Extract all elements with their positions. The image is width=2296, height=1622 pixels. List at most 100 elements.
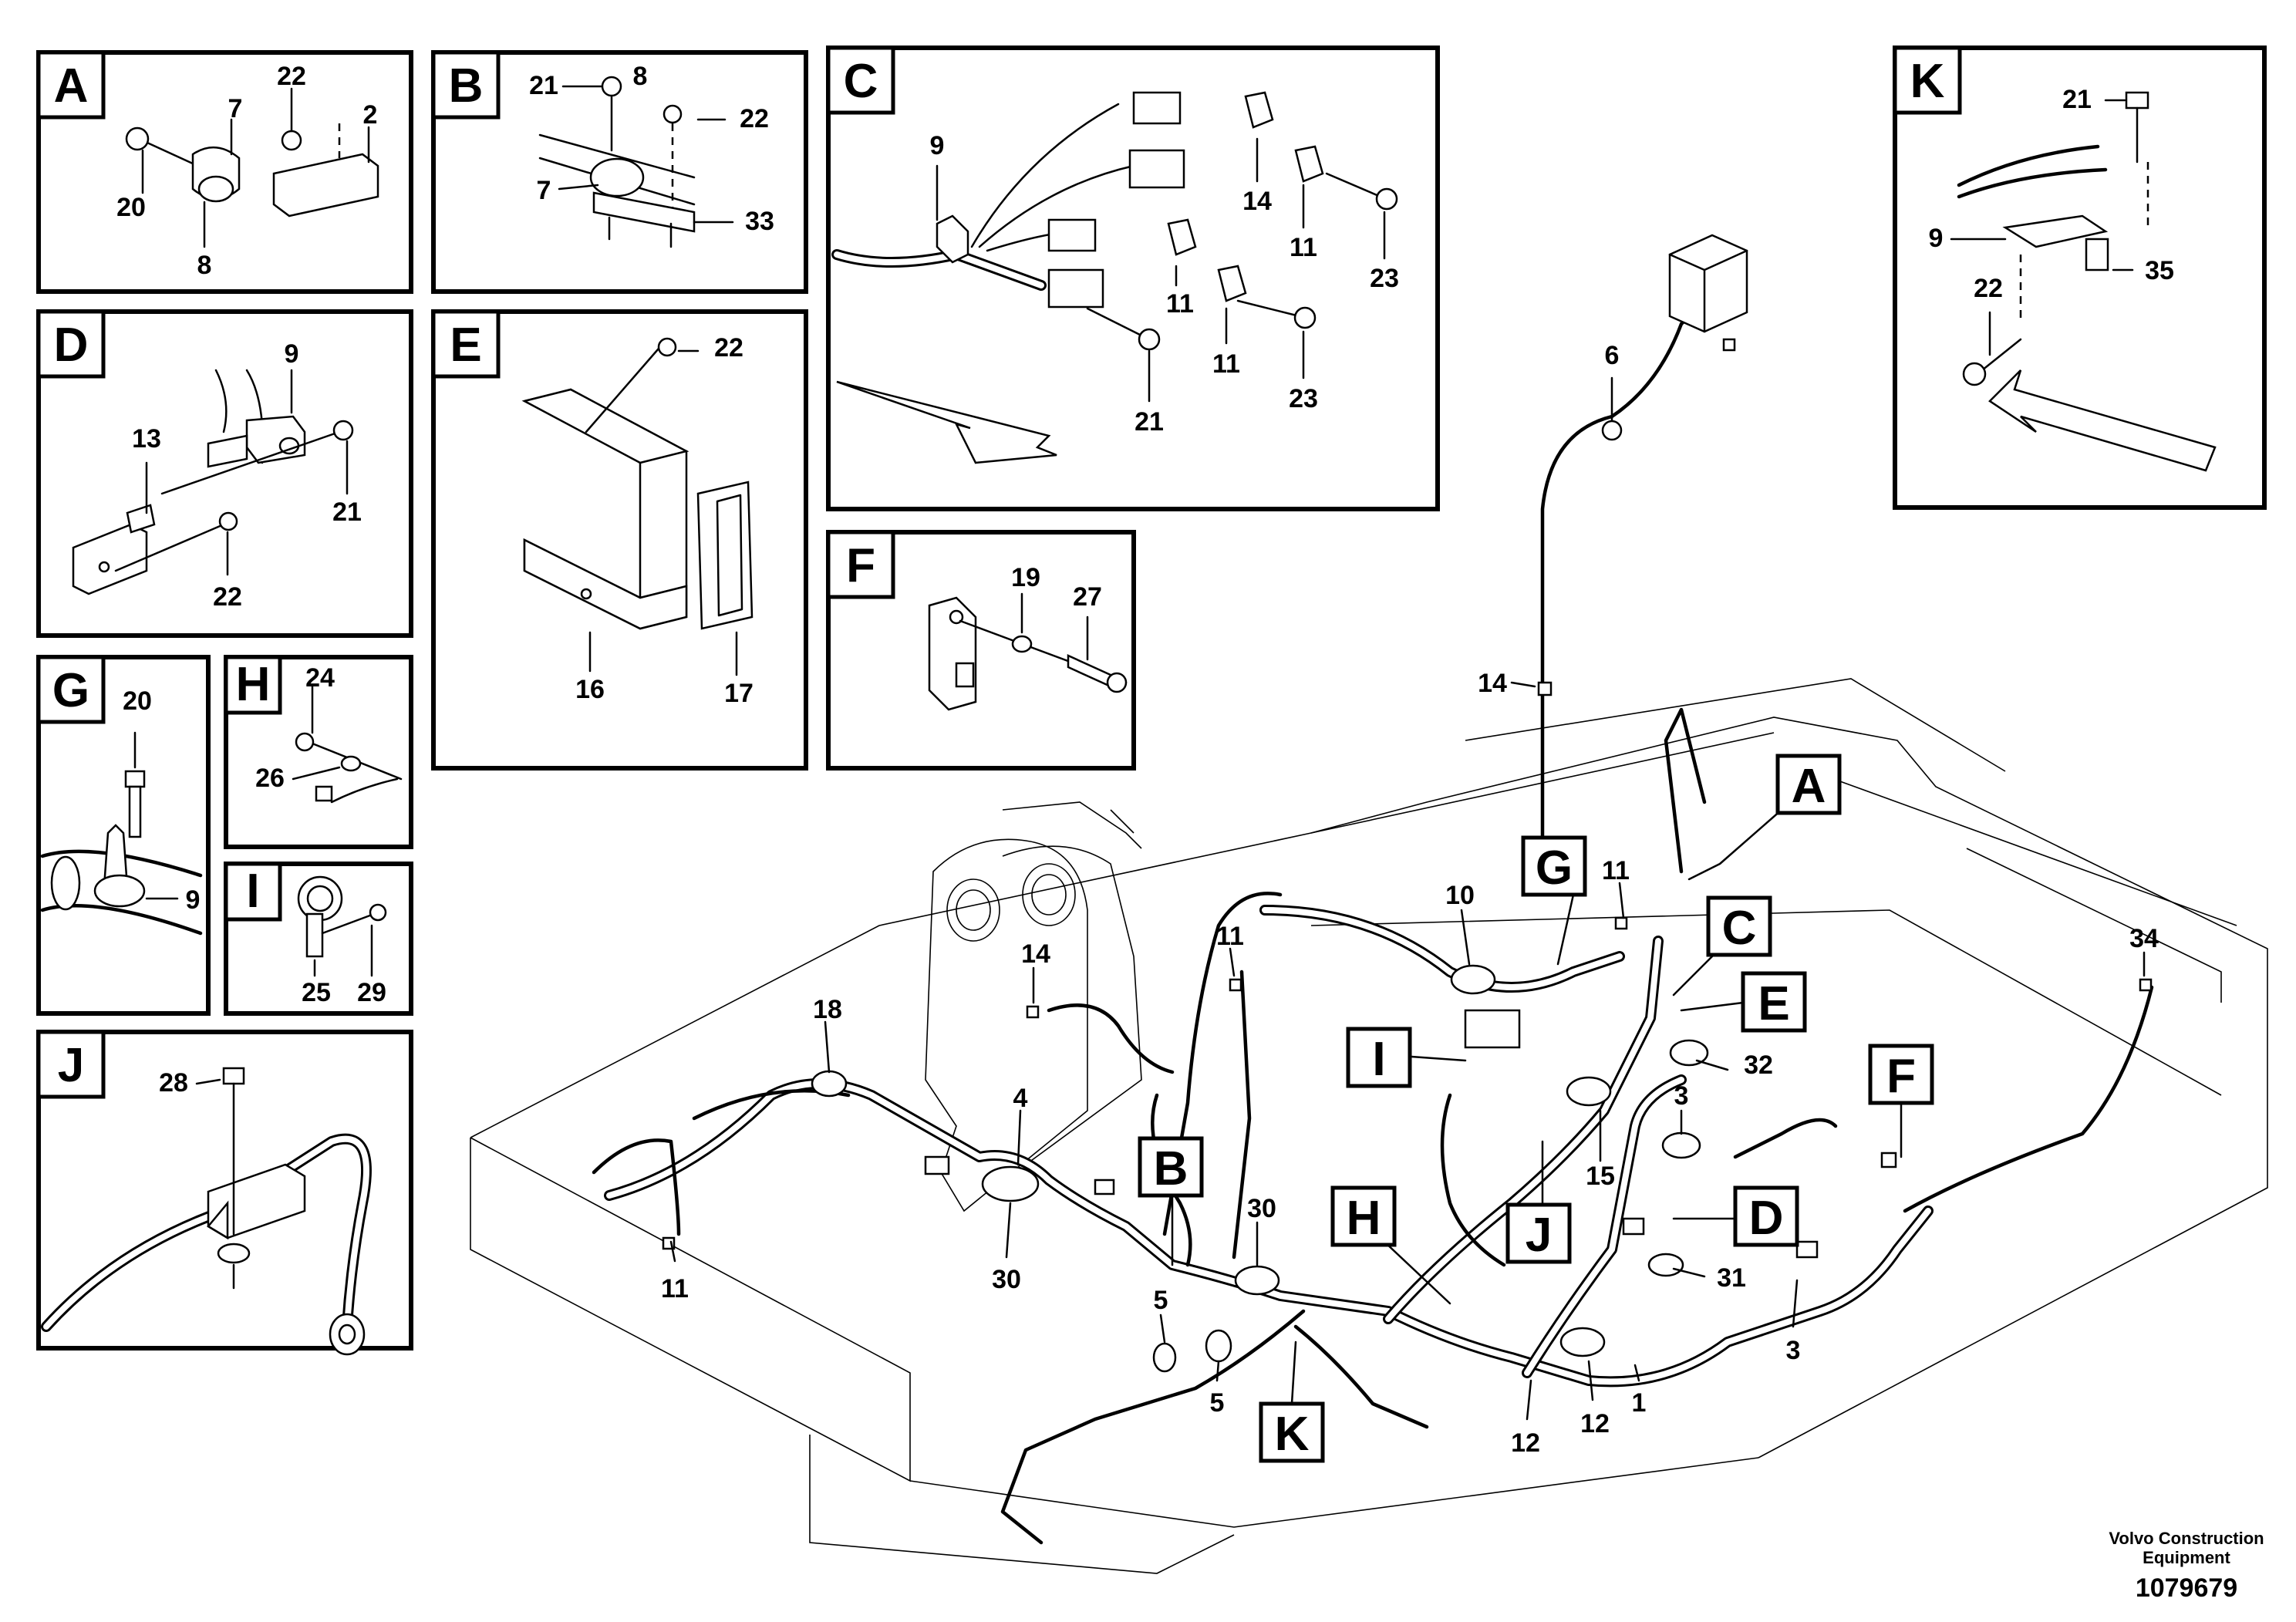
panel-h-drawing (292, 685, 403, 804)
part-number: 8 (633, 62, 648, 91)
panel-k-bolt-2 (1981, 338, 2022, 372)
panel-f-letter: F (846, 539, 875, 592)
callout-i-box (1346, 1027, 1412, 1088)
part-number: 6 (1605, 341, 1620, 370)
panel-g-drawing (40, 731, 203, 936)
panel-e-drawing (521, 337, 754, 676)
detail-panel-d: D 9 13 21 22 (36, 309, 413, 638)
frame-left-beam (470, 1137, 911, 1482)
part-number: 29 (357, 978, 386, 1007)
part-number: 22 (213, 582, 242, 612)
pivot-hole-inner-icon (956, 889, 991, 931)
callout-h-box (1330, 1185, 1397, 1247)
clamp-icon (93, 874, 146, 908)
pivot-hole-inner-icon (1031, 874, 1067, 916)
part-number: 20 (116, 193, 146, 222)
panel-b-letter-box (431, 50, 501, 120)
footer: Volvo Construction Equipment 1079679 (2109, 1529, 2264, 1603)
bolt-head-icon (1293, 306, 1317, 329)
leader-4 (1017, 1109, 1022, 1166)
part-number: 17 (724, 679, 754, 708)
connector-icon (1880, 1152, 1897, 1168)
bolt-head-icon (601, 76, 622, 97)
part-number: 3 (1786, 1336, 1801, 1365)
part-number: 32 (1744, 1050, 1773, 1080)
callout-e-box (1741, 971, 1807, 1033)
panel-b-hose-line-1 (538, 133, 696, 179)
grommet-icon (1450, 964, 1496, 995)
hose-end-icon (50, 855, 81, 911)
part-number: 22 (277, 62, 306, 91)
branch-cable-k (1293, 1324, 1429, 1429)
branch-cable-a (1664, 707, 1707, 874)
panel-d-letter-box (36, 309, 106, 379)
part-number: 1 (1632, 1388, 1647, 1418)
grommet-icon (1205, 1329, 1232, 1363)
panel-k-drawing (1950, 91, 2217, 472)
part-number: 22 (1974, 274, 2003, 303)
leader-11-top (1618, 882, 1625, 919)
part-number: 9 (186, 885, 201, 915)
connector-holder-icon (1294, 145, 1324, 183)
part-number: 22 (714, 333, 743, 363)
plate-icon (2085, 238, 2109, 271)
detail-panel-f: F 19 27 (826, 530, 1136, 771)
panel-d-drawing (72, 369, 354, 595)
bolt-head-icon (124, 770, 146, 788)
panel-c-bolt-2 (1236, 299, 1301, 318)
leader-a (1687, 808, 1783, 881)
panel-c-letter: C (844, 55, 878, 108)
callout-c-letter: C (1722, 902, 1757, 955)
grommet-icon (1669, 1039, 1709, 1067)
grommet-icon (1152, 1342, 1177, 1373)
panel-i-drawing (297, 875, 387, 977)
part-number: 11 (1290, 233, 1317, 262)
leader-11-mid (1229, 947, 1236, 977)
frame-right-edge (1310, 717, 2268, 1458)
panel-c-bolt-1 (1325, 172, 1382, 198)
panel-k-letter-box (1893, 46, 1962, 115)
panel-j-letter-box (36, 1030, 106, 1099)
panel-g-hose-bottom (40, 904, 203, 936)
panel-e-bolt-line (585, 342, 665, 433)
panel-e-letter: E (450, 319, 481, 372)
boom-mount (925, 801, 1142, 1212)
bolt-shank-icon (128, 785, 142, 838)
branch-cable-b (1151, 1093, 1192, 1267)
clip-icon (1537, 681, 1553, 696)
callout-h-letter: H (1347, 1192, 1381, 1245)
callout-k-letter: K (1275, 1408, 1310, 1461)
panel-c-drawing (831, 91, 1398, 464)
branch-cable-34 (1903, 985, 2154, 1213)
company-name-line1: Volvo Construction (2109, 1529, 2264, 1548)
leader-12-left (1526, 1379, 1532, 1421)
boom-detail (1110, 809, 1135, 834)
panel-c-letter-box (826, 46, 895, 115)
upper-harness-run-inner (1262, 907, 1623, 990)
part-number: 5 (1154, 1286, 1168, 1315)
branch-cable-11 (592, 1138, 681, 1236)
part-number: 8 (197, 251, 212, 280)
callout-f-letter: F (1886, 1050, 1916, 1103)
part-number: 11 (1212, 349, 1240, 379)
part-number: 35 (2145, 256, 2174, 285)
leader-e (1680, 1001, 1745, 1012)
bolt-head-icon (663, 104, 683, 124)
panel-a-letter-box (36, 50, 106, 120)
clips (662, 681, 2153, 1259)
callout-f-box (1868, 1044, 1934, 1105)
bracket-plate-icon (272, 153, 379, 218)
grommet-icon (1647, 1253, 1684, 1277)
hole-icon (98, 561, 110, 573)
connector-icon (1132, 91, 1182, 125)
panel-g-letter: G (52, 664, 89, 717)
part-number: 33 (745, 207, 774, 236)
callout-g-box (1521, 835, 1587, 897)
callout-e-letter: E (1758, 977, 1789, 1030)
leader-3-bottom (1792, 1279, 1799, 1328)
panel-j-letter: J (58, 1039, 84, 1092)
callout-d-box (1733, 1185, 1799, 1247)
front-harness-run-inner (1524, 1077, 1684, 1376)
bolt-icon (125, 126, 150, 151)
part-number: 7 (228, 94, 243, 123)
